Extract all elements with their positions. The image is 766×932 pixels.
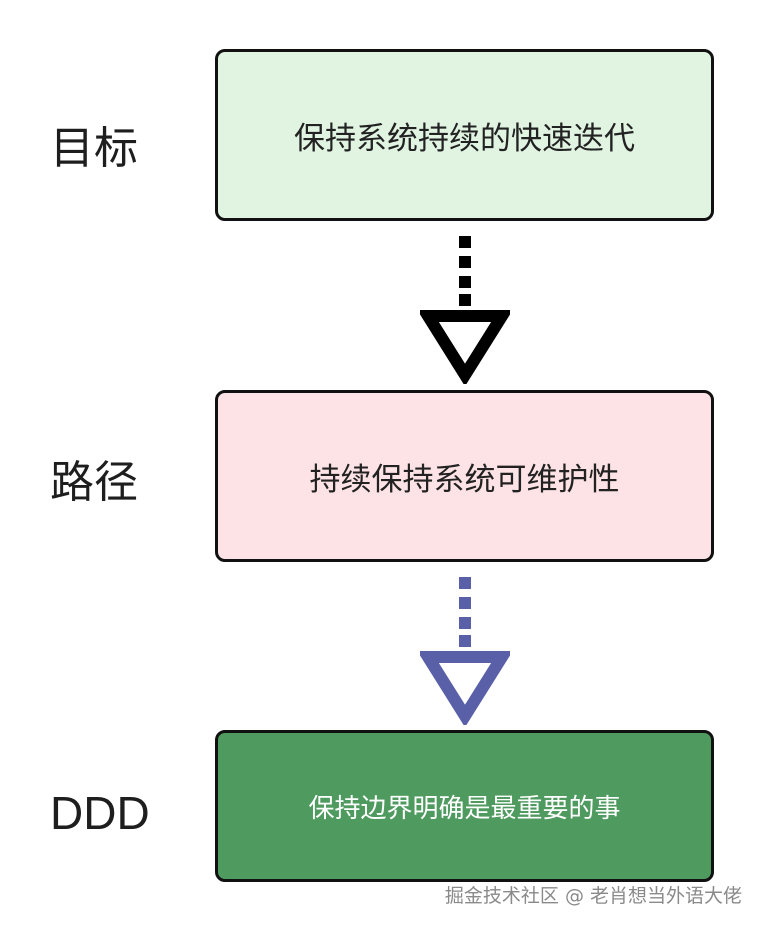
row-label-path: 路径: [50, 457, 138, 508]
connector-2-dots: [459, 577, 471, 647]
goal-box-text: 保持系统持续的快速迭代: [294, 120, 635, 157]
hollow-triangle-arrowhead-icon: [420, 310, 510, 384]
row-label-goal: 目标: [50, 123, 138, 174]
path-box: 持续保持系统可维护性: [215, 390, 714, 562]
row-label-ddd: DDD: [50, 787, 150, 839]
connector-path-to-ddd: [420, 577, 510, 725]
ddd-box: 保持边界明确是最重要的事: [215, 730, 714, 882]
hollow-triangle-arrowhead-icon: [420, 651, 510, 725]
path-box-text: 持续保持系统可维护性: [309, 461, 620, 498]
watermark: 掘金技术社区 @ 老肖想当外语大佬: [444, 885, 742, 907]
connector-1-dots: [459, 236, 471, 306]
connector-goal-to-path: [420, 236, 510, 384]
goal-box: 保持系统持续的快速迭代: [215, 49, 714, 221]
ddd-box-text: 保持边界明确是最重要的事: [308, 793, 621, 824]
